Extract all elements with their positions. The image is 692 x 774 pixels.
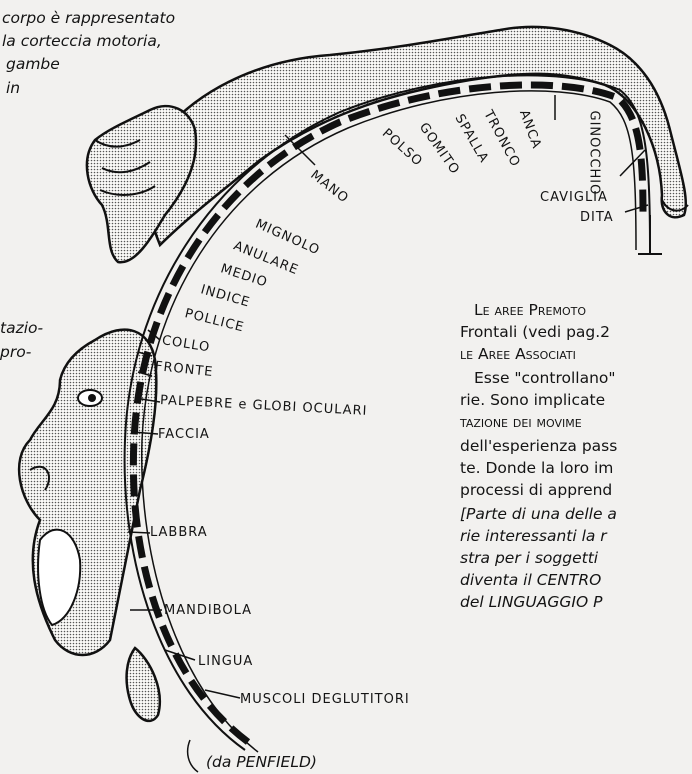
right-text-9: processi di apprend — [460, 480, 612, 501]
hand-figure — [87, 106, 196, 262]
label-dita: DITA — [580, 210, 614, 225]
right-text-10: [Parte di una delle a — [460, 504, 617, 525]
right-text-11: rie interessanti la r — [460, 526, 607, 547]
right-text-4: Esse "controllano" — [474, 368, 616, 389]
right-text-12: stra per i soggetti — [460, 548, 598, 569]
source-credit: (da PENFIELD) — [206, 752, 317, 773]
right-text-1: Le aree Premoto — [474, 300, 586, 321]
right-text-7: dell'esperienza pass — [460, 436, 617, 457]
caption-line-4: in — [6, 78, 20, 99]
label-faccia: FACCIA — [158, 427, 210, 442]
tongue-figure — [127, 648, 160, 721]
left-fragment-1: tazio- — [0, 318, 43, 339]
label-lingua: LINGUA — [198, 654, 253, 669]
right-text-13: diventa il CENTRO — [460, 570, 601, 591]
right-text-3: le Aree Associati — [460, 344, 576, 365]
label-mandibola: MANDIBOLA — [164, 603, 252, 618]
label-ginocchio: GINOCCHIO — [587, 111, 602, 196]
caption-line-3: gambe — [6, 54, 60, 75]
right-text-2: Frontali (vedi pag.2 — [460, 322, 610, 343]
caption-line-2: la corteccia motoria, — [2, 31, 162, 52]
label-caviglia: CAVIGLIA — [540, 190, 608, 205]
left-fragment-2: pro- — [0, 342, 31, 363]
right-text-5: rie. Sono implicate — [460, 390, 605, 411]
caption-line-1: corpo è rappresentato — [2, 8, 175, 29]
label-muscoli-deglutitori: MUSCOLI DEGLUTITORI — [240, 692, 410, 707]
right-text-6: tazione dei movime — [460, 412, 582, 433]
right-text-14: del LINGUAGGIO P — [460, 592, 602, 613]
right-text-8: te. Donde la loro im — [460, 458, 613, 479]
label-labbra: LABBRA — [150, 525, 208, 540]
